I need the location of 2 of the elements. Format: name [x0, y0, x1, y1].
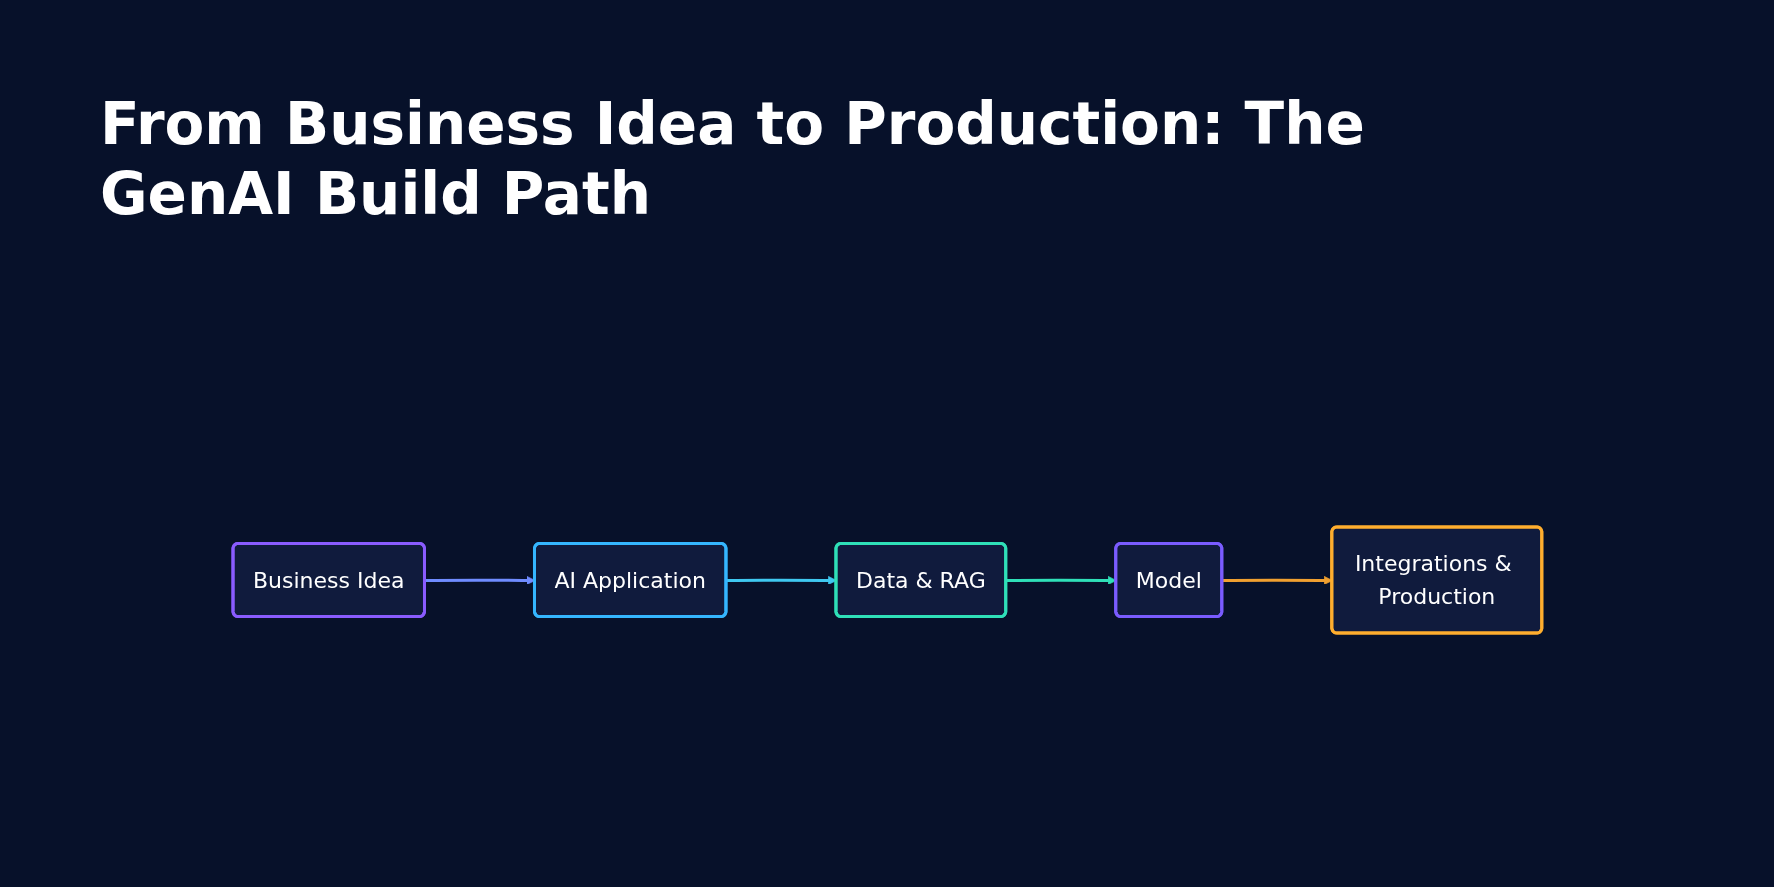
arrow	[424, 576, 535, 585]
title: From Business Idea to Production: The GenAI Build Path	[100, 90, 1366, 230]
